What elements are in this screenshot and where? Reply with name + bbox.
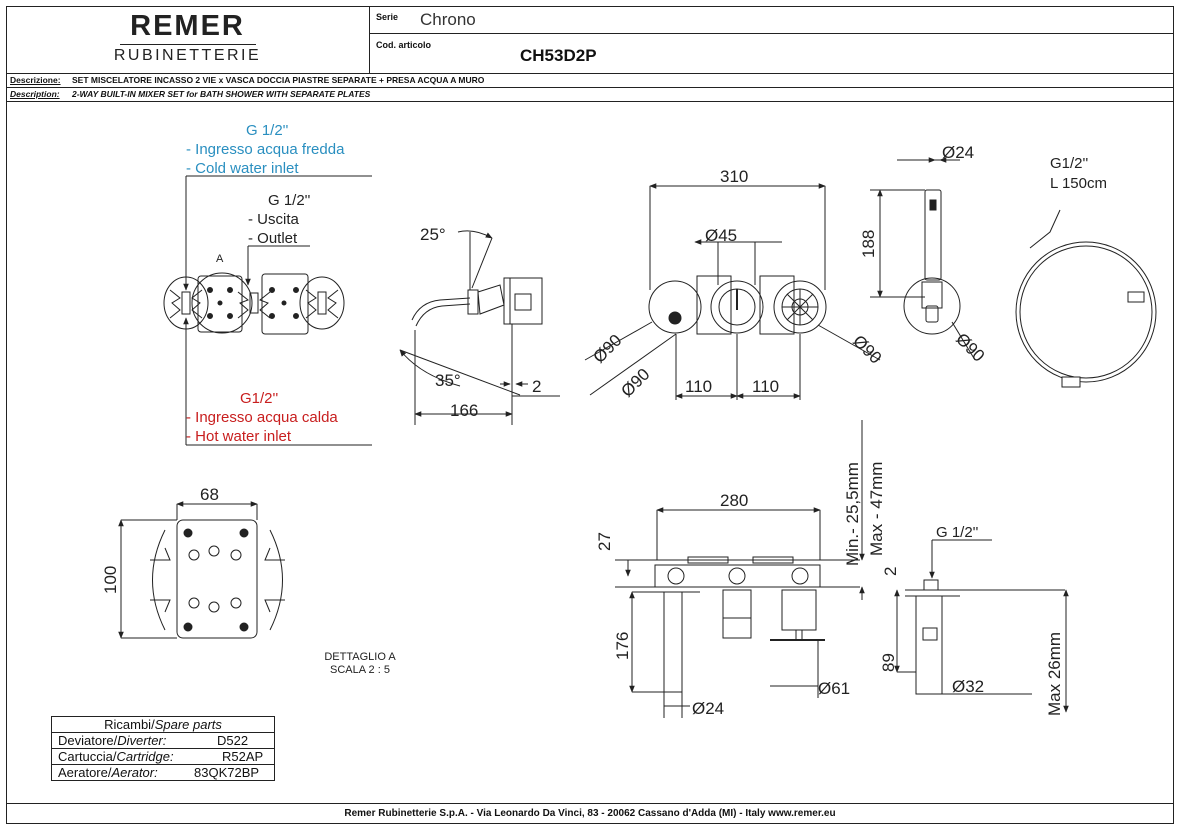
dim-68: 68 <box>200 485 219 504</box>
brand-name: REMER <box>130 10 245 42</box>
spare-row-aerator-en: Aerator: <box>111 765 158 780</box>
dim-166: 166 <box>450 401 478 420</box>
center-handle <box>237 291 271 319</box>
spare-row-cartridge: Cartuccia/Cartridge: R52AP <box>52 749 274 765</box>
outlet-en: - Outlet <box>248 230 298 247</box>
description-en-text: 2-WAY BUILT-IN MIXER SET for BATH SHOWER… <box>72 89 371 99</box>
dim-25deg: 25° <box>420 225 446 244</box>
dim-max47: Max - 47mm <box>867 462 886 556</box>
detail-caption: DETTAGLIO A SCALA 2 : 5 <box>300 651 420 677</box>
dim-27: 27 <box>595 532 614 551</box>
spare-row-diverter: Deviatore/Diverter: D522 <box>52 733 274 749</box>
hot-inlet-en: - Hot water inlet <box>186 428 292 445</box>
dim-110-a: 110 <box>685 377 712 396</box>
footer-address: Remer Rubinetterie S.p.A. - Via Leonardo… <box>6 803 1174 824</box>
dim-89: 89 <box>879 653 898 672</box>
dim-2b: 2 <box>881 567 900 576</box>
dim-110-b: 110 <box>752 377 779 396</box>
spare-row-diverter-it: Deviatore/ <box>58 733 118 748</box>
dim-phi45: Ø45 <box>705 226 737 245</box>
dim-max26: Max 26mm <box>1045 632 1064 716</box>
dim-phi61: Ø61 <box>818 679 850 698</box>
detail-scale: SCALA 2 : 5 <box>330 664 390 676</box>
hot-inlet-it: - Ingresso acqua calda <box>186 409 338 426</box>
dim-min: Min.- 25,5mm <box>843 462 862 566</box>
plan-view-inlets <box>163 175 372 446</box>
description-en-label: Description: <box>10 89 60 99</box>
dim-310: 310 <box>720 167 748 186</box>
spare-row-cartridge-code: R52AP <box>222 749 264 764</box>
spare-row-diverter-code: D522 <box>217 733 249 748</box>
title-block: REMER RUBINETTERIE Serie Chrono Cod. art… <box>6 6 1174 74</box>
description-it-label: Descrizione: <box>10 75 61 85</box>
hose-size: G1/2'' <box>1050 155 1088 172</box>
handshower-view <box>870 157 976 361</box>
section-view <box>615 420 865 718</box>
detail-title: DETTAGLIO A <box>324 651 396 663</box>
wall-outlet-section <box>894 539 1069 713</box>
dimension-labels: 25° 35° 2 166 310 Ø45 Ø90 Ø90 Ø90 110 11… <box>101 143 1064 718</box>
dim-phi90-b: Ø90 <box>617 365 653 401</box>
hose-length: L 150cm <box>1050 175 1107 192</box>
outlet-thread: G 1/2'' <box>936 524 979 541</box>
spare-row-aerator-code: 83QK72BP <box>194 765 260 780</box>
dim-phi32: Ø32 <box>952 677 984 696</box>
front-view <box>584 183 881 400</box>
code-value: CH53D2P <box>520 46 597 65</box>
description-it: Descrizione: SET MISCELATORE INCASSO 2 VI… <box>6 74 1174 88</box>
outlet-size: G 1/2'' <box>268 192 311 209</box>
dim-phi24-top: Ø24 <box>942 143 974 162</box>
cold-inlet-en: - Cold water inlet <box>186 160 299 177</box>
outlet-it: - Uscita <box>248 211 299 228</box>
hose-coil <box>1015 209 1157 388</box>
brand-subtitle: RUBINETTERIE <box>113 47 262 64</box>
dim-phi90-c: Ø90 <box>849 331 885 367</box>
brand-logo: REMER RUBINETTERIE <box>6 6 370 74</box>
left-handle <box>163 276 209 330</box>
cold-size: G 1/2'' <box>246 122 289 139</box>
dim-176: 176 <box>613 632 632 660</box>
drawing-frame <box>6 6 1174 824</box>
spare-row-aerator-it: Aeratore/ <box>58 765 112 780</box>
serie-row: Serie Chrono <box>370 6 1174 34</box>
dim-phi90-a: Ø90 <box>589 331 625 367</box>
dim-35deg: 35° <box>435 371 461 390</box>
hot-size: G1/2'' <box>240 390 278 407</box>
code-row: Cod. articolo CH53D2P <box>370 34 1174 74</box>
logo-divider <box>120 44 256 45</box>
spare-parts-table: Ricambi/Spare parts Deviatore/Diverter: … <box>51 716 275 781</box>
detail-a-view <box>118 501 285 639</box>
spare-row-diverter-en: Diverter: <box>117 733 167 748</box>
annotation-labels: G 1/2'' - Ingresso acqua fredda - Cold w… <box>186 122 1107 541</box>
spare-row-aerator: Aeratore/Aerator: 83QK72BP <box>52 765 274 780</box>
dim-280: 280 <box>720 491 748 510</box>
spare-title-en: Spare parts <box>154 717 222 732</box>
serie-label: Serie <box>376 12 399 22</box>
detail-marker-a: A <box>216 253 224 265</box>
cold-inlet-it: - Ingresso acqua fredda <box>186 141 345 158</box>
right-handle <box>299 276 345 330</box>
dim-188: 188 <box>859 230 878 258</box>
spare-row-cartridge-it: Cartuccia/ <box>58 749 117 764</box>
dim-100: 100 <box>101 566 120 594</box>
code-label: Cod. articolo <box>376 40 432 50</box>
description-it-text: SET MISCELATORE INCASSO 2 VIE x VASCA DO… <box>72 75 485 85</box>
spare-title-it: Ricambi/ <box>104 717 155 732</box>
dim-phi90-d: Ø90 <box>952 329 988 365</box>
side-view-spout <box>399 230 560 425</box>
description-en: Description: 2-WAY BUILT-IN MIXER SET for… <box>6 88 1174 102</box>
dim-2a: 2 <box>532 377 541 396</box>
dim-phi24-bot: Ø24 <box>692 699 724 718</box>
spare-parts-title: Ricambi/Spare parts <box>52 717 274 733</box>
spare-row-cartridge-en: Cartridge: <box>116 749 174 764</box>
serie-value: Chrono <box>420 10 476 29</box>
